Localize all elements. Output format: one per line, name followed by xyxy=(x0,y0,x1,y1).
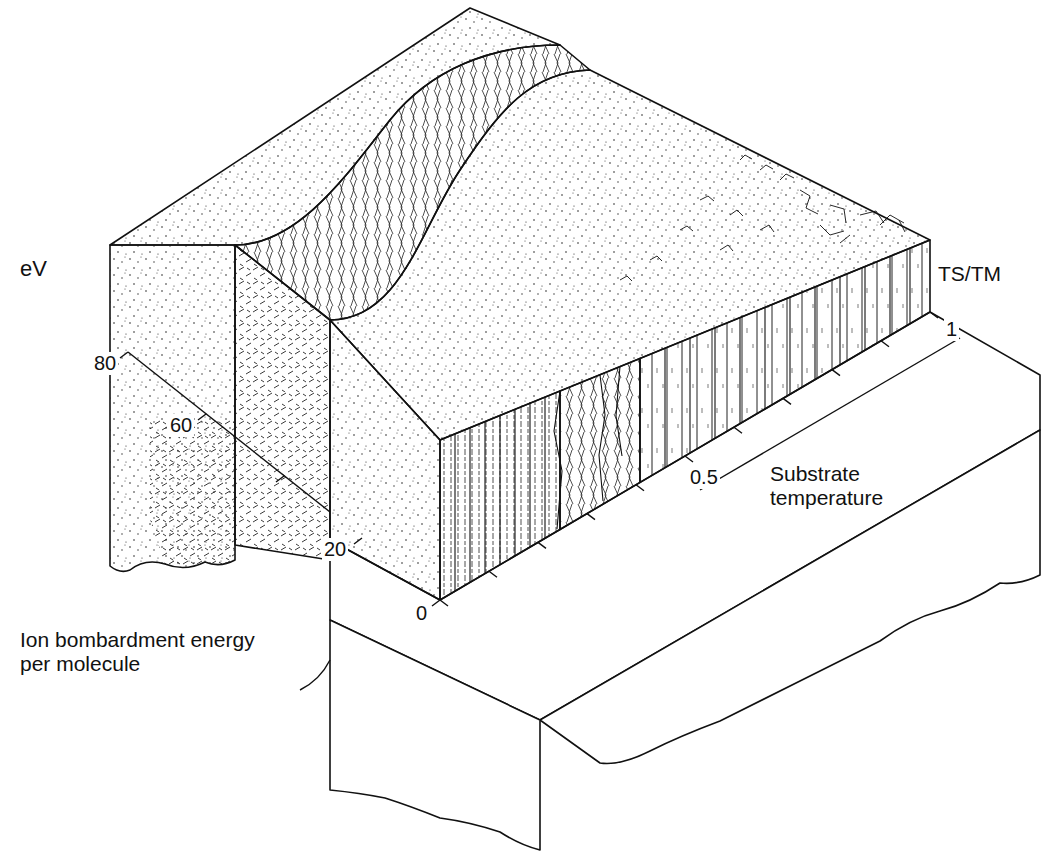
zone-2-face xyxy=(640,240,930,482)
axis-tick-label: 60 xyxy=(168,414,194,437)
zone-1-face xyxy=(440,391,560,600)
axis-unit: eV xyxy=(18,256,49,281)
back-block-front xyxy=(110,245,235,571)
surface-facets xyxy=(620,155,905,281)
energy-axis xyxy=(120,352,440,606)
axis-title: TS/TM xyxy=(936,262,1003,286)
axis-title: Substrate temperature xyxy=(768,462,896,510)
base-block-left xyxy=(330,620,540,850)
temperature-axis-ticks xyxy=(440,312,938,606)
axis-tick-label: 80 xyxy=(92,352,118,375)
zone-t-face xyxy=(560,358,640,529)
axis-tick-label: 20 xyxy=(322,538,348,561)
axis-title: Ion bombardment energy per molecule xyxy=(18,628,292,676)
back-block-section xyxy=(150,420,235,568)
guide-line xyxy=(300,338,960,690)
axis-tick-label: 0.5 xyxy=(688,466,720,489)
axis-tick-label: 1 xyxy=(944,318,959,341)
grain-boundaries xyxy=(455,248,910,591)
axis-tick-label: 0 xyxy=(414,602,429,625)
